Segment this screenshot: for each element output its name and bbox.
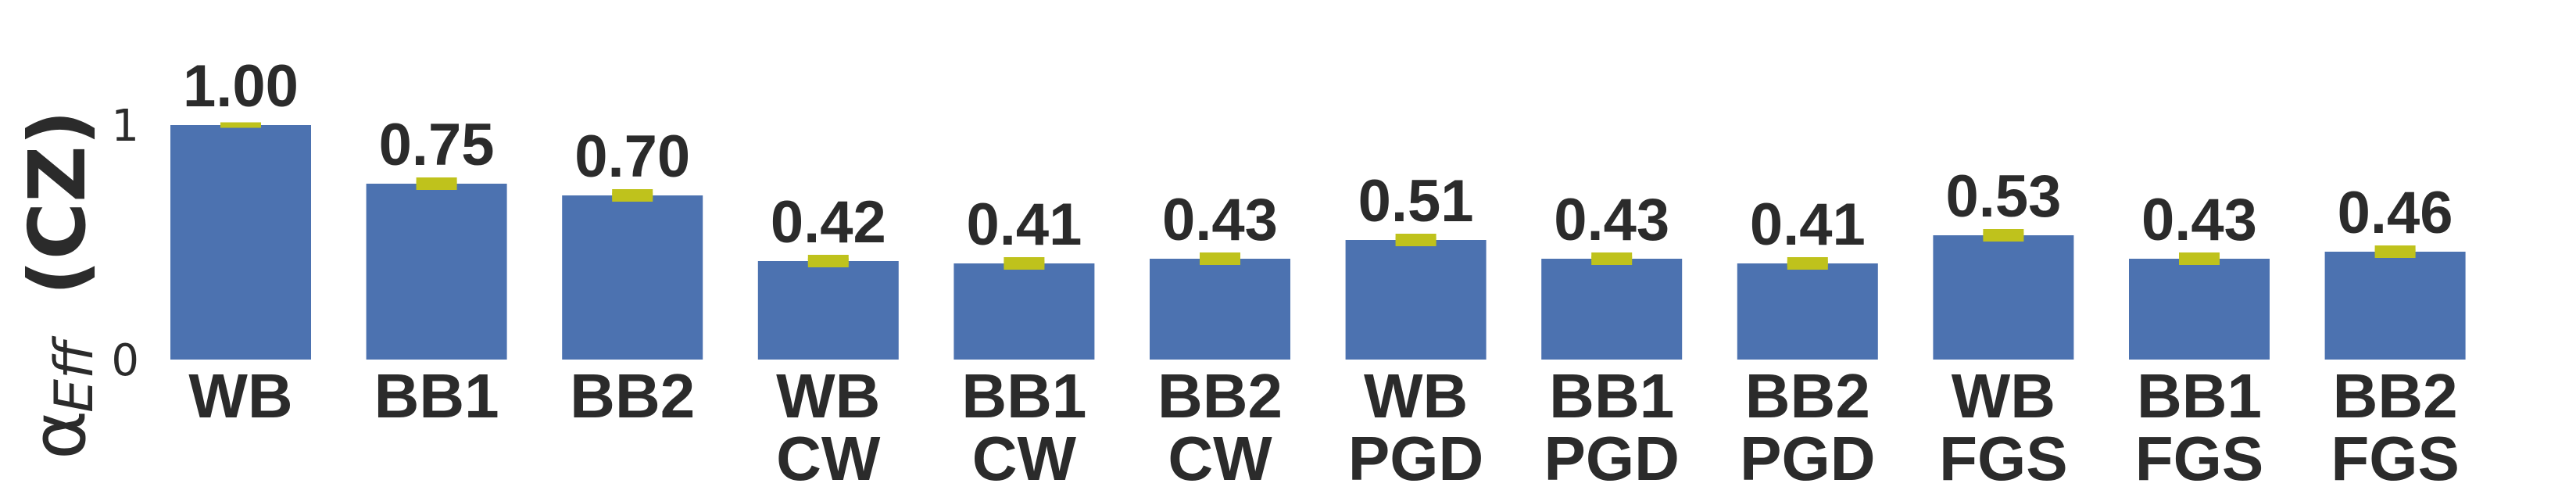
error-bar bbox=[1200, 252, 1240, 265]
y-tick-label: 0 bbox=[111, 335, 139, 386]
value-label: 0.43 bbox=[1554, 187, 1669, 253]
error-bar bbox=[1983, 229, 2024, 242]
value-label: 0.43 bbox=[2141, 187, 2257, 253]
error-bars bbox=[220, 122, 2416, 270]
bar bbox=[1150, 259, 1290, 360]
y-axis-label: α Eff (CZ) bbox=[12, 110, 106, 460]
y-axis-label-subscript: Eff bbox=[44, 335, 106, 413]
bar bbox=[2129, 259, 2270, 360]
value-label: 0.46 bbox=[2338, 180, 2453, 246]
category-label: BB2 bbox=[1745, 361, 1870, 431]
bar bbox=[170, 125, 311, 360]
category-label: BB1 bbox=[2137, 361, 2262, 431]
bar bbox=[1933, 235, 2074, 360]
category-label: FGS bbox=[1939, 424, 2067, 493]
category-label: CW bbox=[1168, 424, 1272, 493]
category-label: WB bbox=[188, 361, 292, 431]
bar bbox=[1737, 263, 1878, 360]
value-label: 0.70 bbox=[574, 123, 690, 190]
bars bbox=[170, 125, 2466, 360]
category-label: BB2 bbox=[2333, 361, 2458, 431]
category-label: CW bbox=[776, 424, 881, 493]
y-axis-label-suffix: (CZ) bbox=[12, 110, 103, 295]
error-bar bbox=[2179, 252, 2220, 265]
category-label: PGD bbox=[1740, 424, 1875, 493]
category-label: WB bbox=[1952, 361, 2055, 431]
category-label: WB bbox=[776, 361, 880, 431]
error-bar bbox=[1004, 257, 1045, 270]
value-label: 1.00 bbox=[183, 53, 299, 120]
category-label: BB1 bbox=[1549, 361, 1674, 431]
value-label: 0.41 bbox=[966, 192, 1082, 258]
y-ticks: 01 bbox=[111, 101, 139, 386]
value-label: 0.53 bbox=[1945, 163, 2061, 230]
bar bbox=[1345, 240, 1487, 360]
bar bbox=[2324, 252, 2466, 360]
error-bar bbox=[612, 189, 653, 202]
bar bbox=[366, 184, 507, 360]
category-label: BB1 bbox=[374, 361, 499, 431]
value-label: 0.42 bbox=[771, 189, 886, 256]
category-label: PGD bbox=[1348, 424, 1483, 493]
error-bar bbox=[1591, 252, 1633, 265]
value-label: 0.43 bbox=[1162, 187, 1278, 253]
y-tick-label: 1 bbox=[111, 101, 139, 152]
category-label: PGD bbox=[1544, 424, 1680, 493]
category-label: FGS bbox=[2331, 424, 2459, 493]
category-label: BB2 bbox=[1157, 361, 1283, 431]
error-bar bbox=[1395, 234, 1436, 246]
error-bar bbox=[807, 255, 849, 267]
bar bbox=[562, 195, 703, 360]
category-label: BB1 bbox=[961, 361, 1086, 431]
bar bbox=[757, 261, 899, 360]
category-label: WB bbox=[1364, 361, 1468, 431]
category-label: FGS bbox=[2135, 424, 2263, 493]
value-label: 0.75 bbox=[379, 112, 495, 178]
error-bar bbox=[416, 177, 457, 190]
category-label: CW bbox=[972, 424, 1077, 493]
bar bbox=[1541, 259, 1683, 360]
value-label: 0.41 bbox=[1750, 192, 1866, 258]
bar bbox=[953, 263, 1095, 360]
error-bar bbox=[1787, 257, 1828, 270]
value-label: 0.51 bbox=[1358, 168, 1474, 234]
value-labels: 1.00 0.75 0.70 0.42 0.41 0.43 0.51 0.43 0.41 0.53… bbox=[183, 53, 2453, 258]
error-bar bbox=[2374, 245, 2416, 258]
y-axis-label-symbol: α bbox=[15, 410, 102, 460]
category-label: BB2 bbox=[570, 361, 695, 431]
